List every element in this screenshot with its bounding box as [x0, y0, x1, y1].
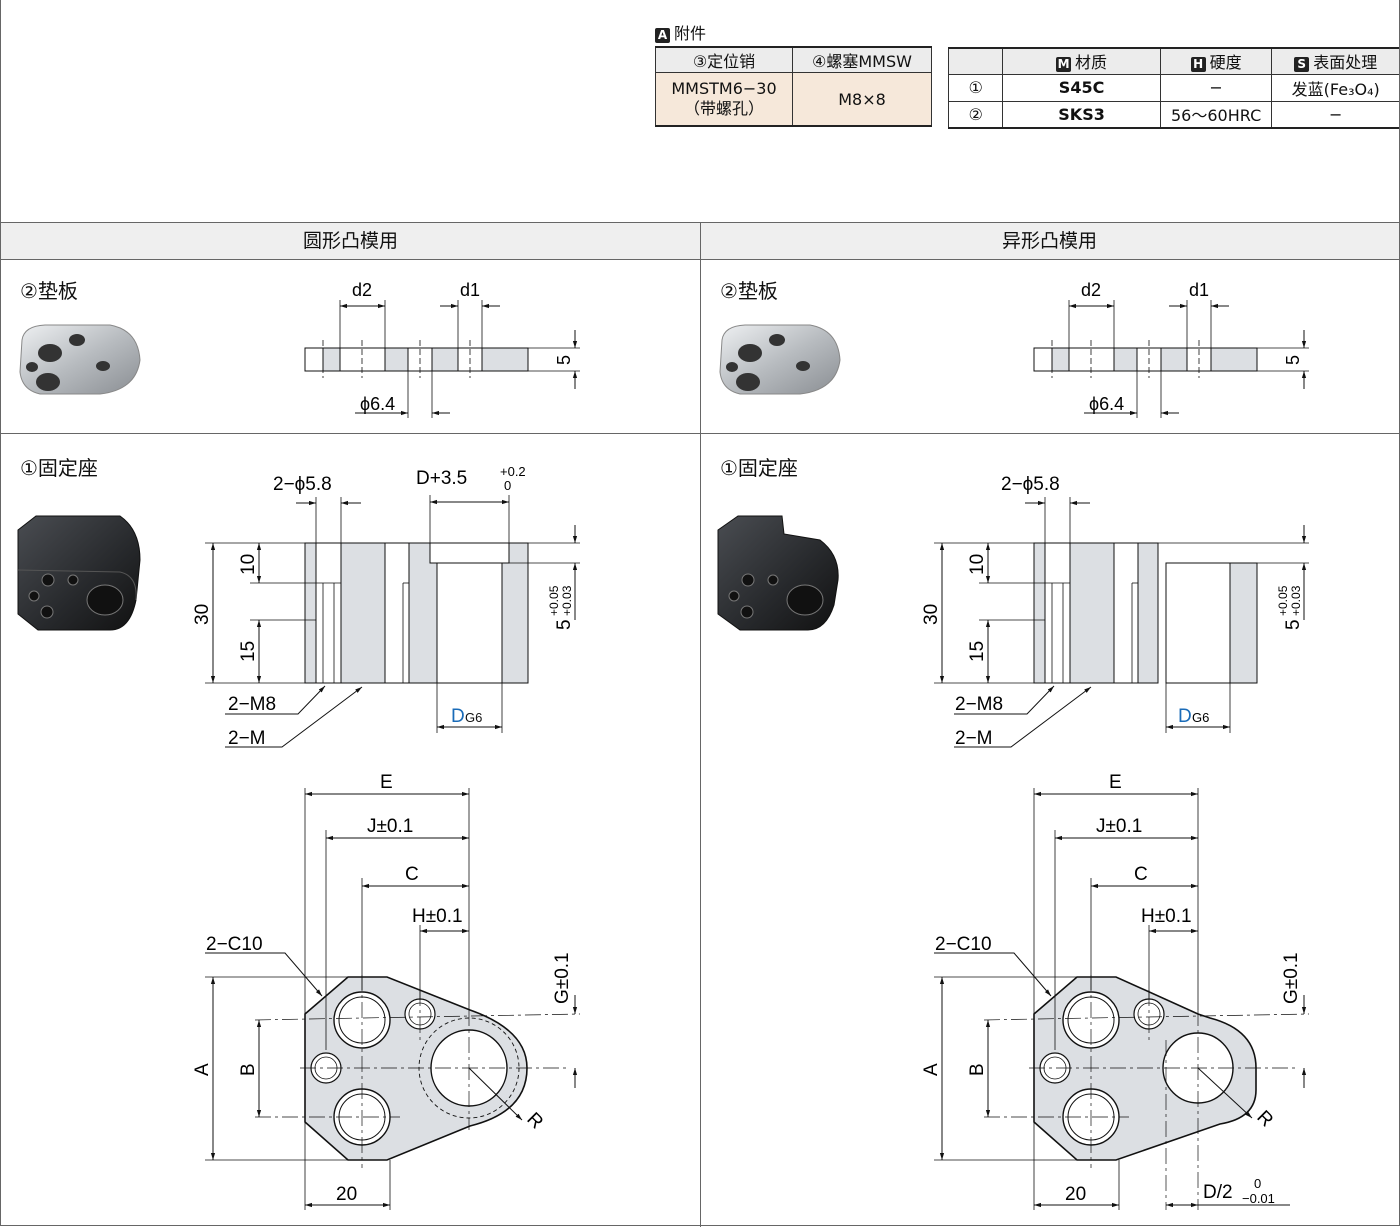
plate-section-left: [304, 300, 580, 418]
holder-bore-dim-left: D+3.5: [416, 468, 467, 489]
acc-col1-line1: MMSTM6−30: [671, 79, 777, 98]
accessories-table: ③定位销 ④螺塞MMSW MMSTM6−30 （带螺孔） M8×8: [655, 46, 932, 127]
holder-upper-left: 10: [238, 554, 259, 575]
holder-d-label-right: D: [1178, 706, 1192, 727]
divider-vertical: [700, 222, 701, 1227]
plan-chamfer-right: 2−C10: [935, 934, 992, 955]
plan-a-right: A: [921, 1063, 942, 1076]
acc-col1-header: ③定位销: [655, 46, 793, 73]
holder-d-label-left: D: [451, 706, 465, 727]
table-row: ② SKS3 56～60HRC −: [947, 100, 1400, 129]
plan-20-right: 20: [1065, 1184, 1086, 1205]
plate-hole-left: ϕ6.4: [360, 394, 395, 414]
divider-horizontal: [0, 433, 1400, 434]
holder-section-right: [934, 497, 1309, 748]
holder-bore-tol-upper-left: +0.2: [500, 464, 526, 479]
holder-thread-m8-left: 2−M8: [228, 694, 276, 715]
holder-photo-left: [17, 515, 141, 631]
plate-title-right: ②垫板: [720, 279, 778, 303]
accessories-heading: A 附件: [655, 20, 932, 43]
holder-step-left: 5: [554, 619, 575, 630]
holder-thread-m-left: 2−M: [228, 728, 266, 749]
holder-title-right: ①固定座: [720, 456, 798, 480]
plate-hole-right: ϕ6.4: [1089, 394, 1124, 414]
holder-step-tol-lower-right: +0.03: [1289, 585, 1303, 616]
holder-plan-left: [205, 788, 581, 1210]
plate-photo-left: [19, 324, 141, 395]
holder-photo-right: [717, 515, 839, 631]
plan-j-left: J±0.1: [367, 816, 413, 837]
plate-title-left: ②垫板: [20, 279, 78, 303]
plate-d1-right: d1: [1189, 280, 1209, 300]
holder-step-right: 5: [1283, 619, 1304, 630]
table-row: ① S45C − 发蓝(Fe₃O₄): [947, 73, 1400, 102]
plate-photo-right: [719, 324, 841, 395]
holder-plan-right: [934, 788, 1310, 1210]
plate-d2-right: d2: [1081, 280, 1101, 300]
holder-step-tol-upper-right: +0.05: [1276, 585, 1290, 616]
holder-lower-right: 15: [967, 641, 988, 662]
holder-title-left: ①固定座: [20, 456, 98, 480]
right-panel-title: 异形凸模用: [700, 222, 1400, 260]
plan-e-right: E: [1109, 772, 1122, 793]
holder-step-tol-lower-left: +0.03: [560, 585, 574, 616]
plan-d-half-tol-lower-right: −0.01: [1242, 1191, 1275, 1206]
mat-header-blank: [947, 47, 1004, 75]
holder-thread-m-right: 2−M: [955, 728, 993, 749]
plate-section-right: [1033, 300, 1309, 418]
plate-thickness-left: 5: [554, 355, 574, 365]
holder-step-tol-upper-left: +0.05: [547, 585, 561, 616]
holder-height-left: 30: [192, 604, 213, 625]
plate-thickness-right: 5: [1283, 355, 1303, 365]
holder-d-fit-right: G6: [1192, 710, 1209, 725]
plan-b-right: B: [967, 1063, 988, 1076]
left-panel-title: 圆形凸模用: [0, 222, 701, 260]
plan-chamfer-left: 2−C10: [206, 934, 263, 955]
plate-d2-left: d2: [352, 280, 372, 300]
holder-height-right: 30: [921, 604, 942, 625]
plan-r-left: R: [522, 1109, 547, 1134]
holder-section-left: [205, 495, 580, 748]
plan-d-half-right: D/2: [1203, 1182, 1233, 1203]
holder-holes-dim-right: 2−ϕ5.8: [1001, 474, 1060, 495]
plan-c-left: C: [405, 864, 419, 885]
plan-h-right: H±0.1: [1141, 906, 1192, 927]
plan-g-right: G±0.1: [1281, 952, 1302, 1004]
plan-20-left: 20: [336, 1184, 357, 1205]
acc-col1-line2: （带螺孔）: [683, 99, 764, 118]
plan-g-left: G±0.1: [552, 952, 573, 1004]
plan-j-right: J±0.1: [1096, 816, 1142, 837]
plan-r-right: R: [1252, 1107, 1277, 1132]
acc-col2-value: M8×8: [792, 72, 932, 127]
plan-e-left: E: [380, 772, 393, 793]
accessories-block: A 附件 ③定位销 ④螺塞MMSW MMSTM6−30 （带螺孔） M8×8: [655, 20, 932, 127]
holder-d-fit-left: G6: [465, 710, 482, 725]
holder-bore-tol-lower-left: 0: [504, 478, 511, 493]
holder-holes-dim-left: 2−ϕ5.8: [273, 474, 332, 495]
plan-a-left: A: [192, 1063, 213, 1076]
plan-b-left: B: [238, 1063, 259, 1076]
holder-upper-right: 10: [967, 554, 988, 575]
plan-d-half-tol-upper-right: 0: [1254, 1176, 1261, 1191]
holder-thread-m8-right: 2−M8: [955, 694, 1003, 715]
acc-col1-value: MMSTM6−30 （带螺孔）: [655, 72, 793, 127]
plate-d1-left: d1: [460, 280, 480, 300]
accessories-tag: A: [655, 28, 670, 43]
holder-lower-left: 15: [238, 641, 259, 662]
accessories-title: 附件: [674, 24, 707, 43]
plan-c-right: C: [1134, 864, 1148, 885]
plan-h-left: H±0.1: [412, 906, 463, 927]
